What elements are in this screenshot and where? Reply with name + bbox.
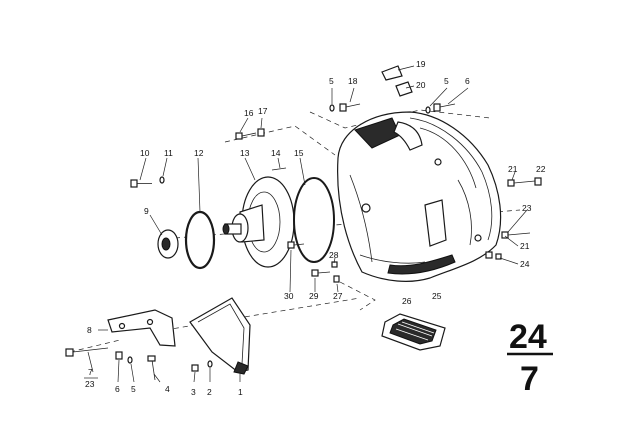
part-label-16: 16 (244, 108, 254, 118)
part-label-22: 22 (536, 164, 546, 174)
part-label-19: 19 (416, 59, 426, 69)
part-label-28: 28 (329, 250, 339, 260)
part-label-2: 2 (207, 387, 212, 397)
part-label-4: 4 (165, 384, 170, 394)
part-label-9: 9 (144, 206, 149, 216)
part-label-21-bottom: 21 (520, 241, 530, 251)
group-number-bottom: 7 (520, 360, 539, 398)
guide-sleeve (222, 176, 295, 268)
part-label-29: 29 (309, 291, 319, 301)
part-label-6-bottom: 6 (115, 384, 120, 394)
fasteners (65, 65, 542, 381)
bell-housing (337, 111, 502, 282)
part-label-25: 25 (432, 291, 442, 301)
o-ring (184, 210, 216, 270)
part-label-15: 15 (294, 148, 304, 158)
part-label-8: 8 (87, 325, 92, 335)
part-label-17: 17 (258, 106, 268, 116)
part-label-20: 20 (416, 80, 426, 90)
part-label-24: 24 (520, 259, 530, 269)
part-label-5-bottom: 5 (131, 384, 136, 394)
part-label-10: 10 (140, 148, 150, 158)
part-label-5-top: 5 (329, 76, 334, 86)
part-label-3: 3 (191, 387, 196, 397)
part-label-30: 30 (284, 291, 294, 301)
group-number-top: 24 (509, 318, 547, 356)
part-label-13: 13 (240, 148, 250, 158)
part-label-7: 7 (88, 367, 93, 377)
part-label-21-top: 21 (508, 164, 518, 174)
part-label-12: 12 (194, 148, 204, 158)
mounting-bracket (107, 309, 176, 347)
part-label-23: 23 (522, 203, 532, 213)
part-label-1: 1 (238, 387, 243, 397)
part-label-18: 18 (348, 76, 358, 86)
part-label-26: 26 (402, 296, 412, 306)
cover-plate (381, 313, 446, 351)
leader-lines (87, 65, 528, 383)
seal-ring (157, 229, 179, 259)
group-number: 24 7 (507, 318, 553, 398)
part-label-5-right: 5 (444, 76, 449, 86)
part-label-14: 14 (271, 148, 281, 158)
sheet-cover (189, 297, 251, 375)
gasket (293, 177, 335, 263)
part-label-27: 27 (333, 291, 343, 301)
part-labels: 10 11 12 13 14 15 16 17 9 5 18 19 20 5 6… (84, 59, 546, 397)
part-label-6-top: 6 (465, 76, 470, 86)
part-label-23-lower: 23 (85, 379, 95, 389)
part-label-11: 11 (164, 148, 173, 158)
